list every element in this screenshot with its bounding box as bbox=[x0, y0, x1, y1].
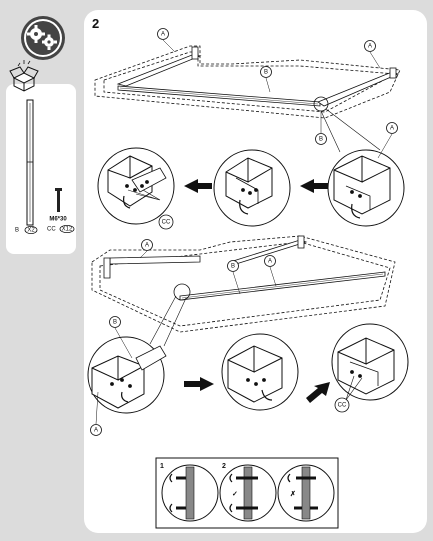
detail-circle-3 bbox=[320, 108, 405, 227]
callout-a: A bbox=[390, 126, 394, 132]
rod-quantity: X2 bbox=[27, 228, 35, 234]
callout-a: A bbox=[94, 428, 98, 434]
detail-circle-5 bbox=[221, 333, 299, 411]
arrow-right-icon bbox=[184, 377, 330, 403]
screw-spec: M6*30 bbox=[49, 217, 67, 223]
callout-a: A bbox=[368, 44, 372, 50]
detail-circle-4 bbox=[87, 295, 187, 414]
tools-parts-illustration: B X2 M6*30 CC X12 bbox=[9, 16, 75, 234]
callout-a: A bbox=[161, 32, 165, 38]
screw-quantity: X12 bbox=[62, 227, 73, 233]
tip-step-2: 2 bbox=[222, 463, 226, 470]
callout-b: B bbox=[231, 264, 235, 270]
rod-letter: B bbox=[15, 228, 19, 234]
assembly-diagram: 1 2 ✓ ✗ A A B B A CC A B A bbox=[87, 28, 409, 529]
correct-mark-icon: ✓ bbox=[232, 491, 238, 498]
rod-part-b bbox=[26, 99, 34, 226]
wrong-mark-icon: ✗ bbox=[290, 490, 296, 498]
callout-a: A bbox=[268, 259, 272, 265]
callout-cc: CC bbox=[162, 220, 171, 226]
callout-cc: CC bbox=[338, 403, 347, 409]
top-frame-assembly bbox=[94, 45, 401, 119]
detail-circle-6 bbox=[331, 323, 409, 401]
gear-icon bbox=[21, 16, 65, 60]
callout-b: B bbox=[113, 320, 117, 326]
step-number: 2 bbox=[92, 16, 100, 31]
detail-circle-2 bbox=[213, 149, 291, 227]
tip-step-1: 1 bbox=[160, 463, 164, 470]
tips-box bbox=[155, 457, 339, 529]
screw-part-cc bbox=[55, 188, 62, 212]
parts-box-icon bbox=[9, 60, 39, 92]
screw-letter: CC bbox=[47, 227, 56, 233]
callout-b: B bbox=[264, 70, 268, 76]
detail-circle-1 bbox=[97, 147, 175, 225]
callout-a: A bbox=[145, 243, 149, 249]
middle-frame-assembly bbox=[91, 235, 396, 333]
arrow-left-icon bbox=[184, 179, 328, 193]
callout-b: B bbox=[319, 137, 323, 143]
